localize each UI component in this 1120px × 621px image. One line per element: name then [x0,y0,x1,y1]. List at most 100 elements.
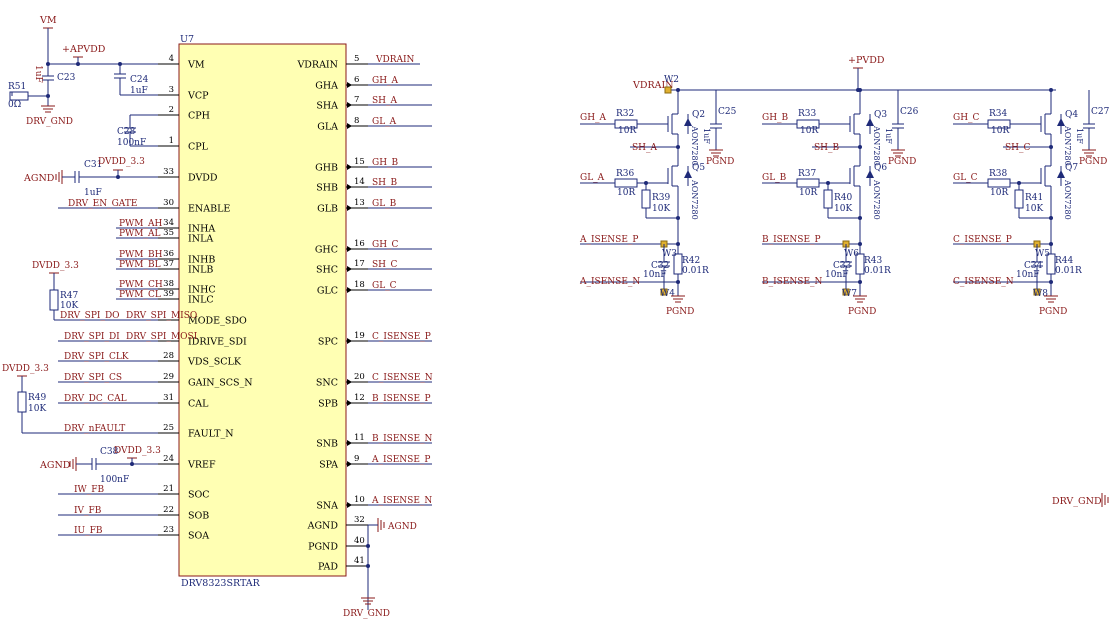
ic-pin-arrow [347,246,352,252]
value-label: 10R [990,188,1008,198]
net-label: DRV_EN_GATE [68,199,137,209]
ic-pin-name: GHB [315,163,338,174]
net-label: SH_B [814,143,840,153]
ref-designator: W2 [664,75,679,85]
net-label: GL_A [372,117,397,127]
ic-pin-name: SOC [188,490,210,501]
resistor-gate-lo [614,178,638,188]
resistor-gate-lo [987,178,1011,188]
ic-pin-name: SNB [316,439,338,450]
net-label: DRV_SPI_DO [60,311,120,321]
ref-designator: R38 [989,169,1008,179]
driver-ic[interactable]: U7DRV8323SRTARVM4VCP3CPH2CPL1DVDD33ENABL… [158,34,433,619]
ic-pin-name: GHA [315,81,338,92]
value-label: 10nF [825,270,849,280]
ic-pin-name: SNC [316,378,338,389]
ic-pin-arrow [347,502,352,508]
net-label: SH_A [632,143,658,153]
ic-pin-number: 13 [354,198,365,208]
ref-designator: C32 [651,261,669,271]
resistor-pulldown [823,189,833,209]
ic-pin-name: SNA [316,501,338,512]
ic-pin-number: 7 [354,95,359,105]
part-label: AON7280 [1063,179,1072,220]
ic-pin-number: 12 [354,393,365,403]
net-label: A_ISENSE_N [579,277,640,287]
ic-pin-name: SPA [319,460,338,471]
resistor-r47 [49,289,59,311]
ic-pin-name: CPH [188,111,210,122]
ic-pin-number: 19 [354,331,365,341]
junction-dot [676,216,680,220]
ic-pin-arrow [347,82,352,88]
part-label: AON7280 [872,179,881,220]
value-label: 10R [618,126,636,136]
resistor-r51 [9,91,29,101]
net-label: PGND [666,307,694,317]
net-label: IU_FB [74,526,103,536]
ic-pin-arrow [347,338,352,344]
ic-pin-name: MODE_SDO [188,316,247,327]
net-label: AGND [39,460,71,471]
ic-pin-number: 40 [354,536,365,546]
ic-pin-arrow [347,102,352,108]
junction-dot [1049,280,1053,284]
value-label: 1uF [884,128,893,144]
ic-pin-name: GHC [315,245,338,256]
value-label: 10K [1025,204,1043,214]
net-label: PGND [706,157,734,167]
ic-pin-name: VCP [187,91,209,102]
net-label: PWM_CL [119,290,161,300]
ref-designator: Q4 [1065,110,1078,120]
ic-pin-number: 11 [354,433,365,443]
net-label: A_ISENSE_P [579,235,638,245]
net-label: C_ISENSE_N [953,277,1014,287]
ref-designator: R41 [1025,193,1043,203]
ic-pin-number: 9 [354,454,359,464]
value-label: 10R [800,126,818,136]
ic-pin-arrow [347,184,352,190]
net-label: A_ISENSE_P [371,455,430,465]
ref-designator: R47 [60,291,79,301]
ic-pin-name: INLA [188,234,213,245]
ic-pin-number: 2 [169,105,174,115]
ic-pin-arrow [347,287,352,293]
value-label: 0.01R [1055,266,1082,276]
net-label: GH_C [953,113,980,123]
ic-pin-name: SPC [318,337,338,348]
ic-pin-number: 8 [354,116,359,126]
net-label: DRV_nFAULT [64,424,125,434]
ic-pin-number: 15 [354,157,365,167]
fet-body-diode [866,170,874,178]
ref-designator: W8 [1033,289,1048,299]
ref-designator: R43 [864,256,883,266]
ic-pin-number: 29 [163,372,174,382]
net-label: DVDD_3.3 [32,261,79,271]
ic-pin-number: 34 [163,218,174,228]
value-label: 10R [799,188,817,198]
ref-designator: R51 [8,82,26,92]
resistor-pulldown [641,189,651,209]
ic-pin-number: 31 [163,393,174,403]
ref-designator: Q7 [1065,163,1078,173]
ic-pin-number: 28 [163,351,174,361]
net-label: GH_A [580,113,607,123]
ic-pin-number: 16 [354,239,365,249]
ic-pin-number: 36 [163,249,174,259]
net-label: IW_FB [74,485,105,495]
ref-designator: R44 [1055,256,1074,266]
ref-designator: R40 [834,193,853,203]
net-label: GH_B [762,113,789,123]
ref-designator: R42 [682,256,700,266]
junction-dot [366,544,370,548]
ic-pin-name: AGND [307,521,339,532]
value-label: 100nF [100,475,129,485]
ic-pin-name: SHA [316,101,338,112]
ref-designator: C25 [718,107,737,117]
cap-value: 1uF [33,65,43,83]
ic-pin-name: VM [187,60,205,71]
ic-pin-name: INLB [188,265,213,276]
resistor-r49 [17,391,27,413]
ref-designator: W7 [842,289,857,299]
